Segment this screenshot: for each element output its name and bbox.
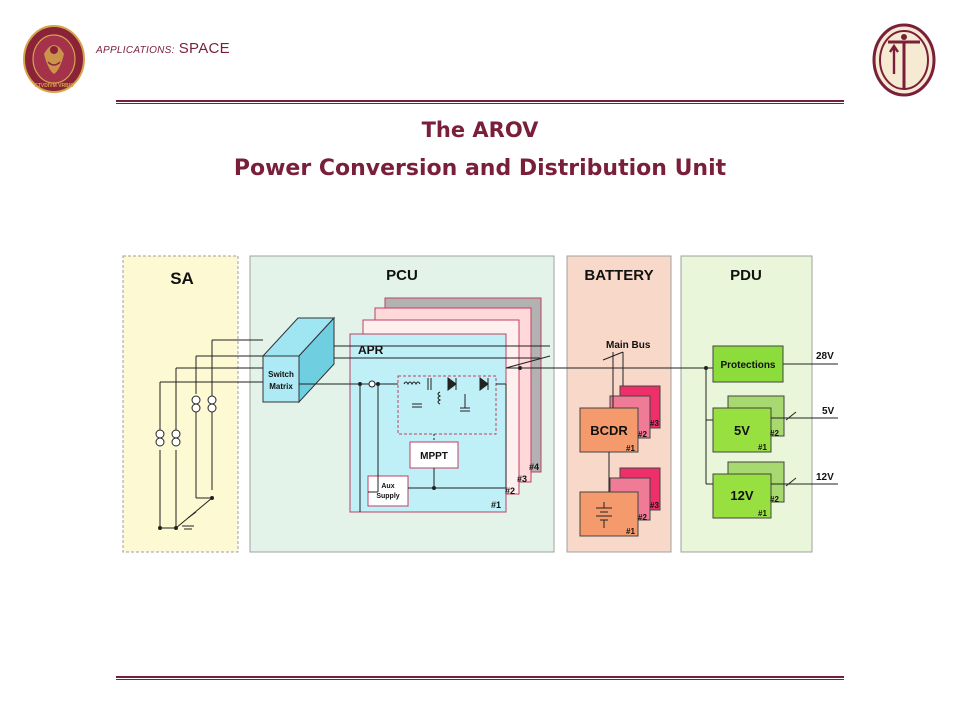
main-bus: [520, 351, 713, 386]
bottom-divider: [116, 676, 844, 680]
pdu-label: PDU: [730, 267, 762, 284]
sa-label: SA: [170, 269, 194, 288]
converter-12v-stack-label: #1: [758, 509, 767, 518]
converter-12v-stack-label: #2: [770, 495, 779, 504]
power-unit-diagram: SA PCU BATTERY PDU APR #1 #2 #3 #4 Switc…: [122, 255, 838, 553]
aux-supply-label: Aux: [381, 483, 394, 490]
converter-components: [403, 377, 489, 412]
switch-matrix-label: Matrix: [269, 382, 293, 391]
bcdr-stack-label: #3: [650, 419, 659, 428]
converter-5v-card-1: [712, 407, 772, 453]
battery-icon: [596, 502, 612, 528]
apr-stack-label: #3: [517, 474, 527, 484]
converter-5v-label: 5V: [734, 423, 750, 438]
converter-5v-stack-label: #2: [770, 429, 779, 438]
battery-card-1: [579, 491, 639, 537]
top-divider: [116, 100, 844, 104]
aux-supply-label: Supply: [376, 493, 399, 500]
mppt-box: [409, 441, 459, 469]
battery-label: BATTERY: [584, 267, 653, 284]
converter-12v-label: 12V: [730, 488, 753, 503]
switch-matrix-label: Switch: [268, 370, 294, 379]
page-subtitle: Power Conversion and Distribution Unit: [233, 156, 727, 181]
bcdr-stack-label: #1: [626, 444, 635, 453]
battery-stack-label: #3: [650, 501, 659, 510]
output-12v-label: 12V: [816, 472, 834, 483]
ground-nodes: [158, 496, 214, 530]
apr-stack-label: #4: [529, 462, 539, 472]
pdu-wiring: [705, 363, 838, 487]
section-prefix: APPLICATIONS:: [96, 45, 175, 56]
output-5v-label: 5V: [822, 406, 835, 417]
department-logo: [872, 23, 936, 97]
battery-stack-label: #1: [626, 527, 635, 536]
bcdr-label: BCDR: [590, 423, 628, 438]
university-seal-logo: STVDIVM VRBIS: [23, 25, 85, 93]
sa-block: [122, 255, 239, 553]
battery-wiring: [608, 380, 624, 492]
ground-symbol: [182, 525, 194, 530]
output-28v-label: 28V: [816, 351, 834, 362]
protections-box: [712, 345, 784, 383]
main-bus-label: Main Bus: [606, 340, 651, 351]
seal-text: STVDIVM VRBIS: [35, 83, 75, 89]
converter-stage-box: [397, 375, 497, 435]
input-node: [368, 380, 376, 388]
pcu-label: PCU: [386, 267, 418, 284]
battery-stack-label: #2: [638, 513, 647, 522]
converter-12v-card-1: [712, 473, 772, 519]
bcdr-card-1: [579, 407, 639, 453]
pcu-wiring: [299, 345, 551, 512]
bcdr-stack-label: #2: [638, 430, 647, 439]
current-sources: [155, 395, 217, 447]
protections-label: Protections: [720, 360, 775, 371]
switch-matrix-front: [262, 355, 300, 403]
apr-label: APR: [358, 343, 384, 357]
sa-wiring: [159, 339, 263, 529]
section-name: SPACE: [178, 40, 230, 57]
aux-supply-box: [367, 475, 409, 507]
converter-5v-stack-label: #1: [758, 443, 767, 452]
apr-stack-label: #1: [491, 500, 501, 510]
page-title: The AROV: [421, 118, 539, 142]
mppt-label: MPPT: [420, 451, 448, 462]
section-header: APPLICATIONS:SPACE: [96, 40, 230, 57]
apr-stack-label: #2: [505, 486, 515, 496]
